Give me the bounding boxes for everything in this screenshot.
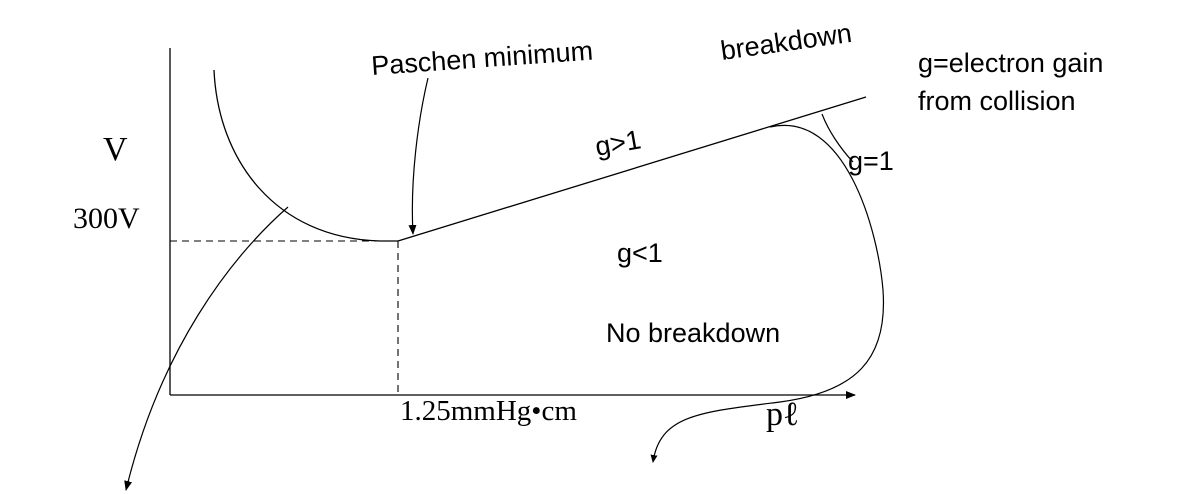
voltage-value-label: 300V: [73, 202, 140, 235]
g-greater-than-one-label: g>1: [593, 124, 643, 161]
paschen-minimum-label: Paschen minimum: [370, 36, 594, 81]
y-axis-label: V: [103, 131, 128, 168]
left-curve-arrow: [124, 206, 289, 491]
pd-value-label: 1.25mmHg•cm: [400, 395, 577, 427]
paschen-curve-right-branch: [397, 96, 867, 242]
g-less-than-one-label: g<1: [617, 238, 663, 268]
no-breakdown-label: No breakdown: [606, 318, 780, 348]
gain-definition-line-2: from collision: [918, 86, 1076, 116]
right-loop-arrow: [650, 124, 885, 463]
paschen-curve-left-branch: [213, 69, 398, 242]
g-equals-one-label: g=1: [848, 146, 894, 176]
x-axis-label: pℓ: [766, 396, 799, 433]
paschen-minimum-pointer: [408, 77, 429, 235]
g-equals-one-pointer: [821, 113, 854, 163]
breakdown-label: breakdown: [719, 18, 854, 66]
gain-definition-line-1: g=electron gain: [918, 48, 1103, 78]
